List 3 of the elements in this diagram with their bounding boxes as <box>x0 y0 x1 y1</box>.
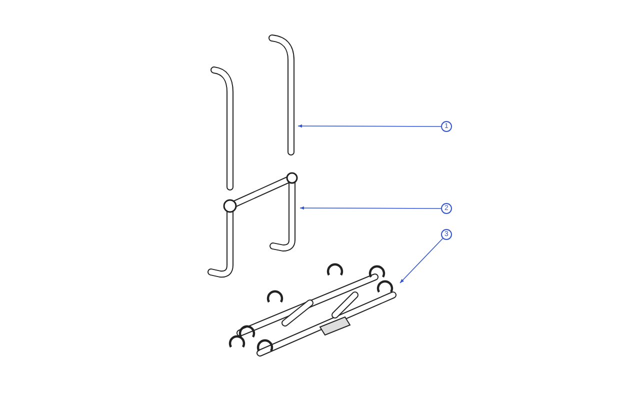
leader-line <box>300 206 442 210</box>
leader-line <box>400 238 444 284</box>
leader-line <box>298 124 442 128</box>
